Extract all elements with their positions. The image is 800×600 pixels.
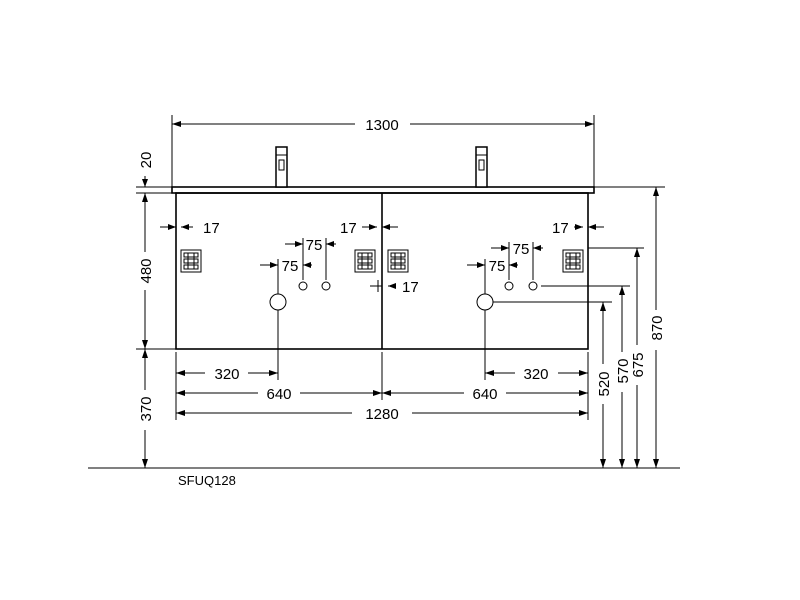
mounting-bracket-1 — [180, 249, 202, 273]
supply-hole-left-1 — [298, 281, 308, 291]
dim-half-width-left-label: 640 — [266, 386, 291, 403]
dim-cabinet-extension-lines — [175, 310, 589, 420]
dim-cabinet-width: 1280 — [176, 406, 588, 423]
dim-hole-spacing-left-upper: 75 — [285, 237, 336, 280]
dim-hole-spacing-left-upper-label: 75 — [306, 237, 323, 254]
dim-cabinet-width-label: 1280 — [365, 406, 398, 423]
mounting-bracket-2 — [354, 249, 376, 273]
dim-height-675-label: 675 — [630, 352, 647, 377]
dim-cabinet-height-label: 480 — [138, 258, 155, 283]
dim-bracket-offset-d-label: 17 — [552, 220, 569, 237]
dim-total-height: 870 — [649, 187, 666, 468]
dim-drain-offset-left-label: 320 — [214, 366, 239, 383]
dim-half-width-right: 640 — [382, 386, 588, 403]
dim-bracket-offset-c: 17 — [370, 279, 419, 296]
model-code: SFUQ128 — [178, 473, 236, 488]
dim-bracket-offset-b-label: 17 — [340, 220, 357, 237]
dim-overall-width-label: 1300 — [365, 117, 398, 134]
mounting-bracket-3 — [387, 249, 409, 273]
dim-hole-spacing-right-lower-label: 75 — [489, 258, 506, 275]
faucet-right — [475, 146, 488, 188]
dim-height-570: 570 — [615, 286, 632, 468]
dim-hole-spacing-left-lower: 75 — [260, 258, 312, 294]
dim-drain-offset-right-label: 320 — [523, 366, 548, 383]
dim-bracket-offset-c-label: 17 — [402, 279, 419, 296]
supply-hole-right-1 — [504, 281, 514, 291]
dim-height-675: 675 — [630, 248, 647, 468]
dim-bracket-offset-b: 17 — [340, 220, 398, 237]
drain-hole-left — [269, 293, 287, 311]
supply-hole-left-2 — [321, 281, 331, 291]
supply-hole-right-2 — [528, 281, 538, 291]
dim-cabinet-height: 480 — [136, 193, 176, 350]
dim-height-520-label: 520 — [596, 371, 613, 396]
dim-half-width-right-label: 640 — [472, 386, 497, 403]
dim-hole-spacing-right-lower: 75 — [467, 258, 518, 294]
dim-half-width-left: 640 — [176, 386, 382, 403]
drain-hole-right — [476, 293, 494, 311]
dim-drain-offset-left: 320 — [176, 366, 278, 383]
countertop — [171, 186, 595, 194]
dim-height-extension-lines — [493, 186, 665, 303]
dim-hole-spacing-right-upper: 75 — [491, 241, 543, 280]
dim-bracket-offset-a-label: 17 — [203, 220, 220, 237]
dim-floor-clearance-label: 370 — [138, 396, 155, 421]
dim-total-height-label: 870 — [649, 315, 666, 340]
dim-drain-offset-right: 320 — [485, 366, 588, 383]
dim-bracket-offset-d: 17 — [552, 220, 604, 237]
dim-bracket-offset-a: 17 — [160, 220, 220, 237]
dim-overall-width: 1300 — [171, 115, 595, 187]
dim-top-thickness: 20 — [136, 152, 176, 194]
dim-hole-spacing-right-upper-label: 75 — [513, 241, 530, 258]
dim-height-570-label: 570 — [615, 358, 632, 383]
faucet-left — [275, 146, 288, 188]
dim-floor-clearance: 370 — [138, 349, 155, 468]
dim-height-520: 520 — [596, 302, 613, 468]
dim-hole-spacing-left-lower-label: 75 — [282, 258, 299, 275]
dim-top-thickness-label: 20 — [138, 152, 155, 169]
mounting-bracket-4 — [562, 249, 584, 273]
